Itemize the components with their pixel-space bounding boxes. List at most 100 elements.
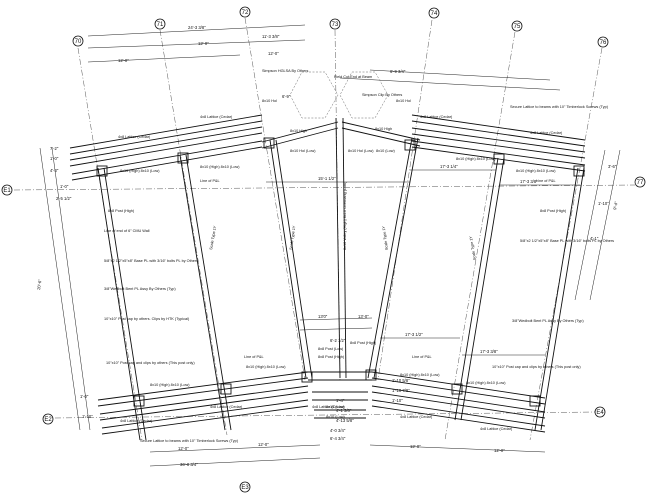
svg-text:E4: E4 bbox=[596, 410, 604, 416]
post-left-top bbox=[96, 165, 108, 177]
grid-bubble-E2: E2 bbox=[42, 413, 54, 425]
grid-bubble-75: 75 bbox=[511, 20, 523, 32]
label-ridge-beam: 8x10 Valley (High) 8x10 Overhang (Low) bbox=[343, 181, 347, 250]
label-ridge-high: 8x10 High bbox=[375, 127, 392, 131]
label-hip-3: Scale Type 1Y bbox=[209, 225, 217, 250]
svg-text:72: 72 bbox=[242, 10, 249, 16]
dim-top-right-a: 12'-0" bbox=[268, 51, 279, 56]
center-framing bbox=[261, 71, 421, 379]
label-beam-high-3: 8x10 (High) 8x10 (Low) bbox=[456, 157, 496, 161]
dim-left-g: 1'-10" bbox=[82, 414, 93, 419]
label-bolt-right: 3/8"Wedbolt Bent PL Assy By Others (Typ) bbox=[512, 319, 584, 323]
dim-bottom-center-c: 4'-13 5/8" bbox=[336, 418, 354, 423]
grid-line-72 bbox=[244, 17, 306, 381]
dim-top-overall: 24'-3 3/8" bbox=[188, 25, 206, 30]
dim-top-center-a: 6'-9 3/4" bbox=[390, 69, 406, 74]
dim-top-right-overall: 11'-3 3/8" bbox=[262, 34, 280, 39]
grid-bubble-E4: E4 bbox=[594, 406, 606, 418]
grid-line-E2 bbox=[54, 411, 596, 419]
dim-center-6ft: 6'-2 1/2" bbox=[330, 338, 346, 343]
label-ridge-hol: 8x10 Hol bbox=[262, 99, 277, 103]
grid-bubble-E3: E3 bbox=[239, 481, 251, 493]
label-low-post-2: 8x8 Post (High) bbox=[318, 355, 345, 359]
label-beam-low-mid: 8x10 Hol (Low) bbox=[348, 149, 374, 153]
top-dimensions: 24'-3 3/8" 11'-3 3/8" 12'-0" 12'-0" 12'-… bbox=[87, 24, 561, 99]
label-line-of-pbl-2: Line of P&L bbox=[536, 179, 556, 183]
dim-top-center-b: 6'-9" bbox=[282, 94, 291, 99]
dim-left-f: 1'-0" bbox=[80, 394, 89, 399]
label-lattice-far-left: 4x8 Lattice (Cedar) bbox=[210, 405, 243, 409]
post-right-mid-top bbox=[493, 153, 505, 165]
svg-text:73: 73 bbox=[332, 22, 339, 28]
hex-outline-left bbox=[289, 71, 339, 119]
label-low-post: 8x8 Post (Low) bbox=[318, 347, 344, 351]
label-post-left: 8x8 Post (High) bbox=[108, 209, 135, 213]
label-lattice-upper-left: 4x8 Lattice (Cedar) bbox=[118, 135, 151, 139]
dim-bottom-center-e: 1'-4" bbox=[336, 398, 345, 403]
grid-bubbles: 70 71 72 73 74 75 76 77 E1 E2 E3 E4 bbox=[1, 6, 646, 493]
label-line-of-pbl-1: Line of P&L bbox=[200, 179, 220, 183]
label-lattice-lower-left: 4x8 Lattice (Cedar) bbox=[120, 419, 153, 423]
label-lattice-bottom-right: 4x8 Lattice (Cedar) bbox=[400, 415, 433, 419]
dim-center-13: 13'0" bbox=[318, 314, 328, 319]
label-beam-high-9: 8x10 High bbox=[290, 129, 307, 133]
dim-left-a: 7'-2" bbox=[50, 146, 59, 151]
dim-bottom-center-d: 4'-1 3/8" bbox=[336, 408, 352, 413]
dim-left-d: 1'-0" bbox=[60, 184, 69, 189]
grid-line-75 bbox=[444, 31, 516, 441]
dim-left-total: 20'-6" bbox=[36, 278, 43, 290]
dim-bottom-overall: 36'-8 3/4" bbox=[180, 462, 198, 467]
label-beam-high-2: 8x10 (High) 8x10 (Low) bbox=[200, 165, 240, 169]
dim-lower-right-c: 1'-10" bbox=[392, 398, 403, 403]
dim-right-a: 3'-6" bbox=[608, 164, 617, 169]
left-framing bbox=[69, 114, 313, 441]
dim-bottom-center-b: 6'-4 3/4" bbox=[330, 436, 346, 441]
grid-bubble-73: 73 bbox=[329, 18, 341, 30]
label-lattice-upper-right: 4x8 Lattice (Cedar) bbox=[200, 115, 233, 119]
svg-text:76: 76 bbox=[600, 40, 607, 46]
label-beam-low-left: 8x10 Hol (Low) bbox=[290, 149, 316, 153]
label-field-cut: Field Cut End at Beam bbox=[334, 75, 372, 79]
label-bolt-left: 3/8"Wedbolt Bent PL Assy By Others (Typ) bbox=[104, 287, 176, 291]
dim-bottom-left-b: 12'-0" bbox=[258, 442, 269, 447]
dim-left-b: 1'-0" bbox=[50, 156, 59, 161]
dim-bottom-left-a: 12'-0" bbox=[178, 446, 189, 451]
svg-text:70: 70 bbox=[75, 39, 82, 45]
dim-lower-right-b: 1'-10 7/8" bbox=[392, 388, 410, 393]
svg-text:E3: E3 bbox=[241, 485, 249, 491]
span-dimensions: 15'-1 1/2" 17'-3 1/4" 17'-3 3/8" 17'-3 1… bbox=[266, 164, 580, 356]
right-dimensions: 3'-6" 1'-10" 4'-1" 9'-4" bbox=[574, 149, 621, 301]
grid-bubble-72: 72 bbox=[239, 6, 251, 18]
label-sheet-top: Simpson HGLSA By Others bbox=[262, 69, 309, 73]
post-right-ridge bbox=[404, 139, 416, 151]
label-post-center: 8x8 Post (High) bbox=[350, 341, 377, 345]
svg-text:E1: E1 bbox=[3, 188, 11, 194]
grid-line-76 bbox=[529, 47, 603, 441]
label-post-cap-left-2: 10"x10" Post cap by others. Clips by HTK… bbox=[104, 317, 190, 321]
label-bottom-beam-2: 8x10 (Low) bbox=[326, 415, 346, 419]
grid-bubble-74: 74 bbox=[428, 7, 440, 19]
dim-left-e: 2'-5 1/2" bbox=[56, 196, 72, 201]
label-secure-bottom: Secure Lattice to beams with 10" Timberl… bbox=[140, 439, 239, 443]
bottom-center-framing bbox=[299, 317, 373, 419]
label-hip-4: Scale Type 1Y bbox=[469, 235, 477, 260]
dim-bottom-center-a: 4'-0 3/4" bbox=[330, 428, 346, 433]
label-beam-high-1: 8x10 (High) 8x10 (Low) bbox=[120, 169, 160, 173]
bottom-dimensions: 12'-0" 12'-0" 36'-8 3/4" 12'-0" 12'-0" 4… bbox=[149, 378, 546, 467]
dim-bottom-right-a: 12'-0" bbox=[410, 444, 421, 449]
label-beam-high-6: 8x10 (High) 8x10 (Low) bbox=[246, 365, 286, 369]
annotation-labels: 4x8 Lattice (Cedar) 4x8 Lattice (Cedar) … bbox=[104, 69, 614, 443]
label-post-cap-right: 10"x10" Post cap and clips by others (Th… bbox=[492, 365, 581, 369]
grid-bubble-77: 77 bbox=[634, 176, 646, 188]
svg-text:77: 77 bbox=[637, 180, 644, 186]
label-hip-1: Scale Type 1Y bbox=[289, 225, 296, 250]
post-right-top bbox=[573, 165, 585, 177]
label-post-plate-right: 5/8"x2 1/2"x5"x8" Base PL with 3/16" bol… bbox=[520, 239, 614, 243]
post-left-bottom bbox=[133, 395, 145, 407]
dim-bottom-right-b: 12'-0" bbox=[494, 448, 505, 453]
label-beam-low-right: 8x10 (Low) bbox=[376, 149, 396, 153]
grid-line-71 bbox=[159, 29, 228, 436]
svg-text:74: 74 bbox=[431, 11, 438, 17]
grid-bubble-76: 76 bbox=[597, 36, 609, 48]
left-dimensions: 20'-6" 7'-2" 1'-0" 4'-3" 1'-0" 2'-5 1/2"… bbox=[36, 146, 93, 431]
